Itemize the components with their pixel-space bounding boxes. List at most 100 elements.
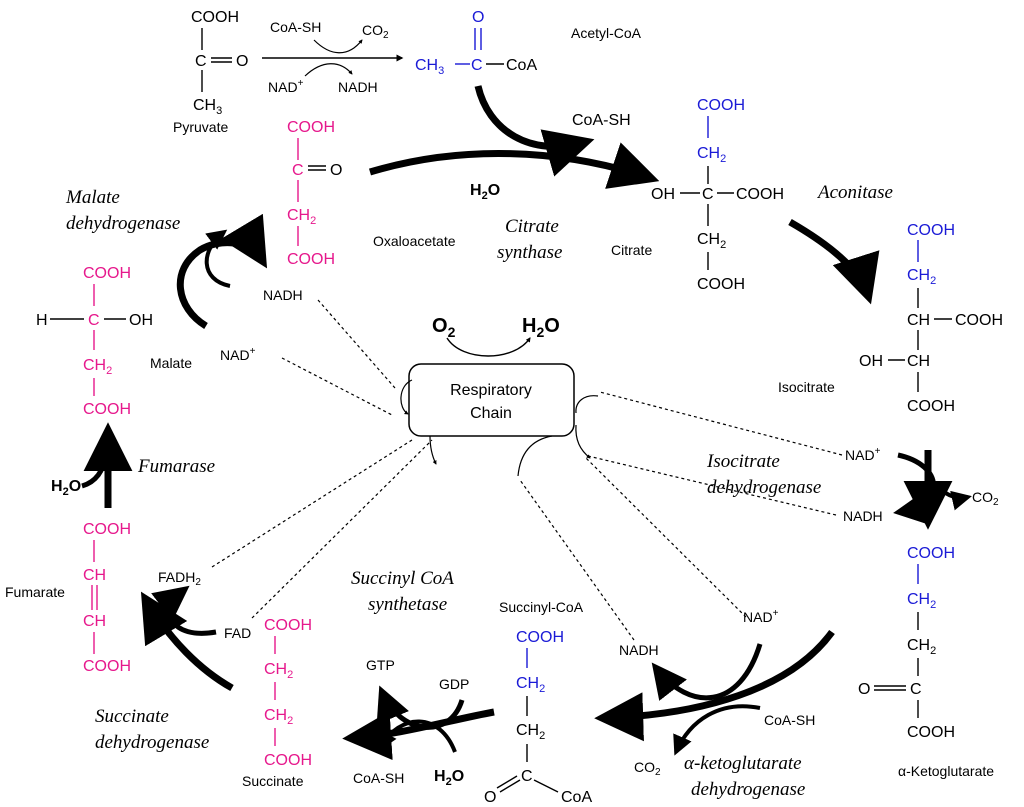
water-uptake-arc bbox=[81, 457, 107, 489]
akgdh-step: NAD+ NADH CoA-SH CO2 α-ketoglutarate deh… bbox=[594, 608, 835, 800]
malate-cooh-top: COOH bbox=[83, 265, 131, 282]
akg-ch2-a: CH2 bbox=[907, 591, 936, 611]
succinate-cooh-top: COOH bbox=[264, 617, 312, 634]
oxaloacetate-o: O bbox=[330, 162, 342, 179]
oxaloacetate-cooh-bottom: COOH bbox=[287, 251, 335, 268]
sucs-coash: CoA-SH bbox=[353, 770, 404, 786]
fumarase-step: H2O Fumarase bbox=[51, 422, 215, 508]
acetyl-coa-ch3: CH3 bbox=[415, 57, 444, 77]
icdh-name-2: dehydrogenase bbox=[707, 477, 821, 498]
pyruvate: COOH C O CH3 Pyruvate bbox=[173, 9, 248, 135]
icdh-nadh: NADH bbox=[843, 508, 883, 524]
acetyl-coa-coa: CoA bbox=[506, 57, 537, 74]
citrate-ch2-bottom: CH2 bbox=[697, 231, 726, 251]
electron-carrier-lines bbox=[211, 299, 843, 641]
succinyl-coa-cooh: COOH bbox=[516, 629, 564, 646]
sucs-step: Succinyl CoA synthetase GTP GDP CoA-SH H… bbox=[342, 568, 495, 788]
oxaloacetate-name: Oxaloacetate bbox=[373, 233, 456, 249]
isocitrate: COOH CH2 CH COOH OH CH COOH Isocitrate bbox=[778, 222, 1003, 415]
citrate-c: C bbox=[702, 186, 714, 203]
pdh-coash: CoA-SH bbox=[270, 19, 321, 35]
h2o-coash-arc bbox=[378, 719, 457, 753]
fumarase-h2o: H2O bbox=[51, 478, 81, 498]
akg-c: C bbox=[910, 681, 922, 698]
sdh-fadh2: FADH2 bbox=[158, 569, 201, 588]
sucs-h2o: H2O bbox=[434, 768, 464, 788]
sdh-step: FAD FADH2 Succinate dehydrogenase bbox=[95, 569, 251, 753]
isocitrate-name: Isocitrate bbox=[778, 379, 835, 395]
isocitrate-ch2: CH2 bbox=[907, 267, 936, 287]
aconitase-step: Aconitase bbox=[788, 182, 893, 305]
fumarase-name: Fumarase bbox=[137, 456, 215, 477]
succinate-to-fumarate-arrow bbox=[140, 591, 234, 692]
succinyl-coa: Succinyl-CoA COOH CH2 CH2 C O CoA bbox=[484, 599, 592, 806]
respiratory-chain-box bbox=[408, 363, 575, 437]
mdh-name-2: dehydrogenase bbox=[66, 213, 180, 234]
mdh-step: Malate dehydrogenase NADH NAD+ bbox=[65, 187, 303, 363]
acetyl-coa: O CH3 C CoA Acetyl-CoA bbox=[415, 9, 642, 77]
sdh-fad: FAD bbox=[224, 625, 251, 641]
mdh-nad: NAD+ bbox=[220, 346, 256, 363]
sucs-gdp: GDP bbox=[439, 676, 469, 692]
citrate-name: Citrate bbox=[611, 242, 652, 258]
aconitase-name: Aconitase bbox=[816, 182, 893, 203]
isocitrate-cooh-top: COOH bbox=[907, 222, 955, 239]
malate-oh: OH bbox=[129, 312, 153, 329]
citrate-synthase-coash: CoA-SH bbox=[572, 112, 631, 129]
akg-cooh-bottom: COOH bbox=[907, 724, 955, 741]
dotted-line-nad-akgdh bbox=[585, 457, 747, 618]
isocitrate-ch-lower: CH bbox=[907, 353, 930, 370]
malate-cooh-bottom: COOH bbox=[83, 401, 131, 418]
dotted-line-nadh-malate bbox=[317, 299, 396, 389]
succinate-ch2-b: CH2 bbox=[264, 707, 293, 727]
sucs-name-1: Succinyl CoA bbox=[351, 568, 454, 589]
pyruvate-o: O bbox=[236, 53, 248, 70]
entry-arc-left bbox=[400, 379, 413, 415]
nad-nadh-mdh-arc bbox=[204, 229, 231, 288]
respiratory-chain-label-2: Chain bbox=[470, 405, 512, 422]
mdh-name-1: Malate bbox=[65, 187, 120, 208]
malate: COOH H C OH CH2 COOH Malate bbox=[36, 265, 192, 418]
succinyl-coa-ch2-a: CH2 bbox=[516, 675, 545, 695]
isocitrate-cooh-bottom: COOH bbox=[907, 398, 955, 415]
entry-arc-bottom-left bbox=[429, 435, 437, 465]
nadh-akgdh-arc bbox=[651, 643, 763, 701]
entry-arc-right-top bbox=[575, 395, 599, 414]
oxygen-to-water-arrow bbox=[446, 337, 531, 357]
citrate-to-isocitrate-arrow bbox=[788, 218, 880, 305]
isocitrate-oh: OH bbox=[859, 353, 883, 370]
malate-c: C bbox=[88, 312, 100, 329]
pdh-step: CoA-SH CO2 NAD+ NADH bbox=[262, 19, 404, 95]
icdh-name-1: Isocitrate bbox=[706, 451, 780, 472]
sdh-name-2: dehydrogenase bbox=[95, 732, 209, 753]
acetylcoa-curve-arrow bbox=[474, 85, 595, 177]
succinate-ch2-a: CH2 bbox=[264, 661, 293, 681]
sdh-name-1: Succinate bbox=[95, 706, 169, 727]
citrate: COOH CH2 OH C COOH CH2 COOH Citrate bbox=[611, 97, 784, 293]
respiratory-chain-label-1: Respiratory bbox=[450, 382, 532, 399]
akgdh-nad: NAD+ bbox=[743, 608, 779, 625]
dotted-line-nadh-icdh bbox=[587, 455, 837, 516]
dotted-line-nad-icdh bbox=[599, 391, 843, 456]
oxaloacetate: COOH C O CH2 COOH Oxaloacetate bbox=[287, 119, 456, 268]
succinyl-coa-coa: CoA bbox=[561, 789, 592, 806]
dotted-line-fad bbox=[251, 439, 433, 619]
akgdh-nadh: NADH bbox=[619, 642, 659, 658]
succinate-name: Succinate bbox=[242, 773, 304, 789]
succinyl-coa-name: Succinyl-CoA bbox=[499, 599, 584, 615]
pyruvate-cooh: COOH bbox=[191, 9, 239, 26]
co2-release-arc bbox=[928, 476, 972, 511]
pyruvate-ch3: CH3 bbox=[193, 97, 222, 117]
citrate-cooh-top: COOH bbox=[697, 97, 745, 114]
fumarate-cooh-bottom: COOH bbox=[83, 658, 131, 675]
succinyl-coa-o: O bbox=[484, 789, 496, 806]
pdh-co2: CO2 bbox=[362, 22, 389, 41]
succinyl-coa-ch2-b: CH2 bbox=[516, 722, 545, 742]
dotted-line-nadh-akgdh bbox=[519, 479, 635, 641]
pdh-nadh: NADH bbox=[338, 79, 378, 95]
icdh-step: Isocitrate dehydrogenase NAD+ NADH CO2 bbox=[706, 446, 999, 530]
akg-o: O bbox=[858, 681, 870, 698]
malate-name: Malate bbox=[150, 355, 192, 371]
coash-co2-arc bbox=[313, 39, 363, 54]
